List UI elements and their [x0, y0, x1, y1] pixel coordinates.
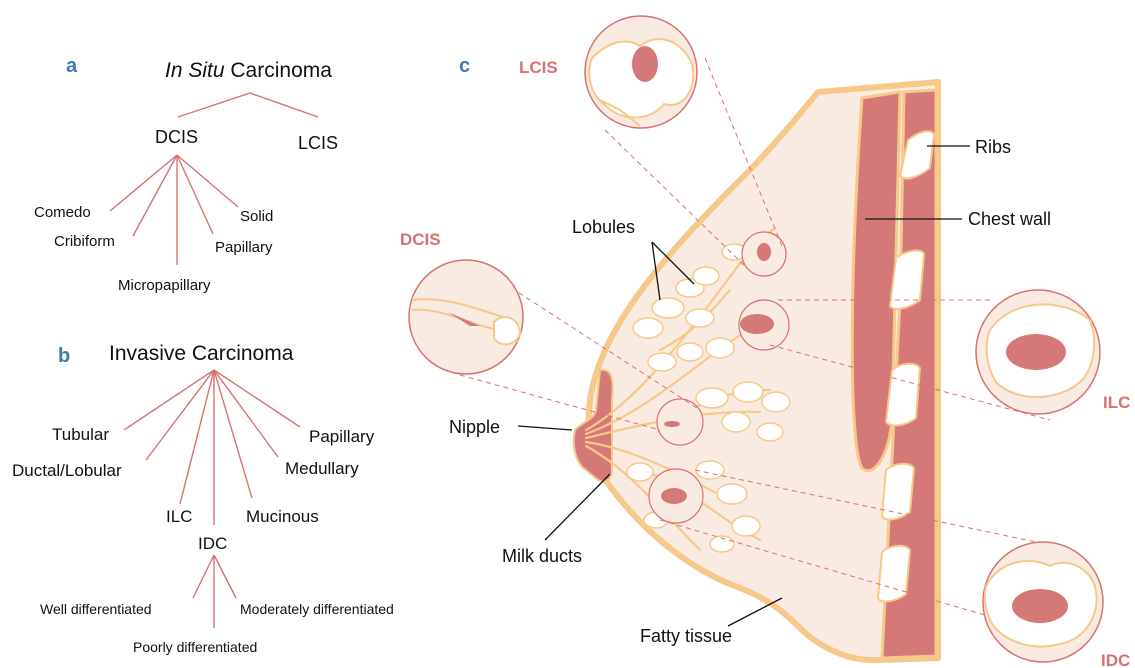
invasive-branches	[124, 370, 300, 525]
lobule	[722, 412, 750, 432]
ilc-b-label: ILC	[166, 507, 192, 526]
idc-node: IDC	[198, 534, 227, 553]
ilc-site-tumor	[740, 314, 774, 334]
in-situ-title-italic: In Situ	[165, 59, 225, 82]
ilc-label: ILC	[1103, 393, 1130, 412]
lobule	[677, 343, 703, 361]
chest-wall-label: Chest wall	[968, 209, 1051, 229]
lobule	[696, 388, 728, 408]
lobule	[706, 338, 734, 358]
idc-branches	[193, 555, 236, 628]
milk-ducts-pointer	[545, 474, 610, 540]
panel-a: a In Situ Carcinoma DCIS LCIS Comedo Cri…	[34, 55, 338, 294]
in-situ-title: In Situ Carcinoma	[165, 59, 332, 82]
solid-label: Solid	[240, 208, 273, 225]
dcis-site-tumor	[664, 421, 680, 427]
in-situ-title-rest: Carcinoma	[225, 59, 333, 82]
panel-b-letter: b	[58, 345, 70, 367]
tubular-label: Tubular	[52, 425, 109, 444]
lobules-label: Lobules	[572, 217, 635, 237]
milk-ducts-label: Milk ducts	[502, 546, 582, 566]
dcis-site-marker	[657, 399, 703, 445]
rib-5	[878, 546, 910, 602]
lobule	[696, 461, 724, 479]
comedo-label: Comedo	[34, 204, 91, 221]
lcis-node: LCIS	[298, 133, 338, 153]
cribiform-label: Cribiform	[54, 233, 115, 250]
nipple-pointer	[518, 426, 572, 430]
medullary-label: Medullary	[285, 459, 359, 478]
lcis-site-tumor	[757, 243, 771, 261]
lobule	[627, 463, 653, 481]
idc-label: IDC	[1101, 651, 1130, 668]
rib-3	[886, 364, 920, 426]
dcis-magnified	[409, 260, 523, 374]
lobule	[762, 392, 790, 412]
panel-c: c	[400, 16, 1130, 668]
ribs-label: Ribs	[975, 137, 1011, 157]
lobule	[757, 423, 783, 441]
moderately-differentiated-label: Moderately differentiated	[240, 601, 394, 617]
papillary-a-label: Papillary	[215, 239, 273, 256]
well-differentiated-label: Well differentiated	[40, 601, 152, 617]
ilc-magnified	[976, 290, 1100, 414]
lobule	[652, 298, 684, 318]
lobule	[733, 382, 763, 402]
in-situ-branch	[178, 93, 318, 117]
panel-c-letter: c	[459, 55, 470, 77]
papillary-b-label: Papillary	[309, 427, 375, 446]
lobule	[732, 516, 760, 536]
lobule	[648, 353, 676, 371]
lobule	[693, 267, 719, 285]
lcis-label: LCIS	[519, 58, 558, 77]
ductal-lobular-label: Ductal/Lobular	[12, 461, 122, 480]
rib-4	[882, 464, 914, 520]
mucinous-label: Mucinous	[246, 507, 319, 526]
fatty-tissue-pointer	[728, 598, 782, 626]
panel-b: b Invasive Carcinoma Tubular Ductal/Lobu…	[12, 342, 394, 655]
fatty-tissue-label: Fatty tissue	[640, 626, 732, 646]
nipple-label: Nipple	[449, 417, 500, 437]
poorly-differentiated-label: Poorly differentiated	[133, 639, 257, 655]
idc-magnified	[983, 542, 1103, 662]
lobule	[717, 484, 747, 504]
lobule	[633, 318, 663, 338]
micropapillary-label: Micropapillary	[118, 277, 211, 294]
panel-a-letter: a	[66, 55, 78, 77]
dcis-node: DCIS	[155, 127, 198, 147]
dcis-label: DCIS	[400, 230, 441, 249]
lcis-magnified	[585, 16, 697, 128]
idc-site-tumor	[661, 488, 687, 504]
invasive-title: Invasive Carcinoma	[109, 342, 294, 365]
lobule	[686, 309, 714, 327]
